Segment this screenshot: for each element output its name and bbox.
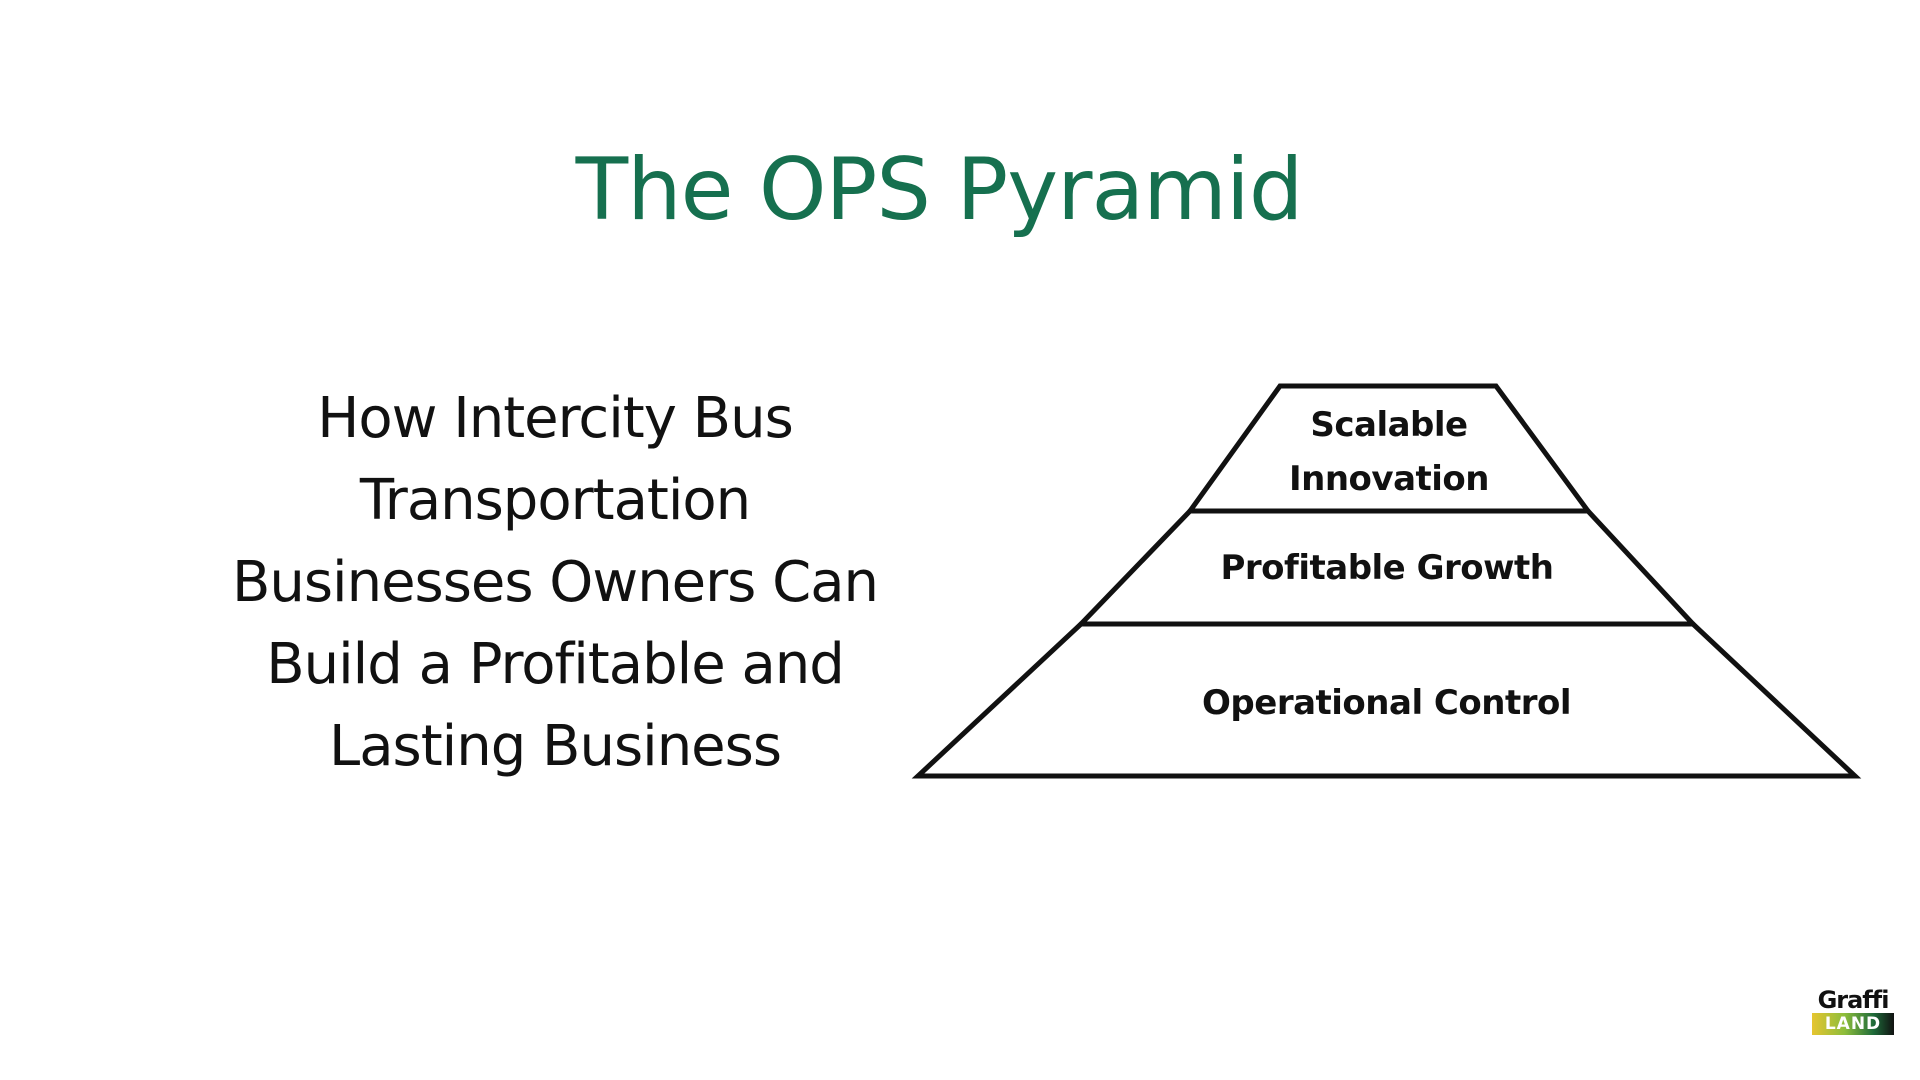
logo-wordmark-bottom: LAND <box>1812 1013 1894 1035</box>
subtitle-line: How Intercity Bus <box>317 386 794 451</box>
tier-label-line: Profitable Growth <box>1220 548 1554 588</box>
tier-label-line: Innovation <box>1289 459 1490 499</box>
subtitle-line: Build a Profitable and <box>266 632 845 697</box>
subtitle-line: Lasting Business <box>329 714 782 779</box>
logo-wordmark-top: Graffi <box>1817 986 1890 1014</box>
tier-label-operational-control: Operational Control <box>918 676 1855 730</box>
slide-subtitle: How Intercity Bus Transportation Busines… <box>195 378 915 788</box>
tier-label-line: Scalable <box>1310 405 1468 445</box>
slide-title: The OPS Pyramid <box>575 140 1304 240</box>
tier-label-scalable-innovation: Scalable Innovation <box>1190 398 1588 506</box>
subtitle-line: Businesses Owners Can <box>231 550 879 615</box>
graffiland-logo: Graffi LAND <box>1812 988 1894 1036</box>
subtitle-line: Transportation <box>359 468 751 533</box>
tier-label-profitable-growth: Profitable Growth <box>1081 541 1693 595</box>
pyramid-tier-bottom <box>911 621 1862 779</box>
tier-label-line: Operational Control <box>1202 683 1571 723</box>
